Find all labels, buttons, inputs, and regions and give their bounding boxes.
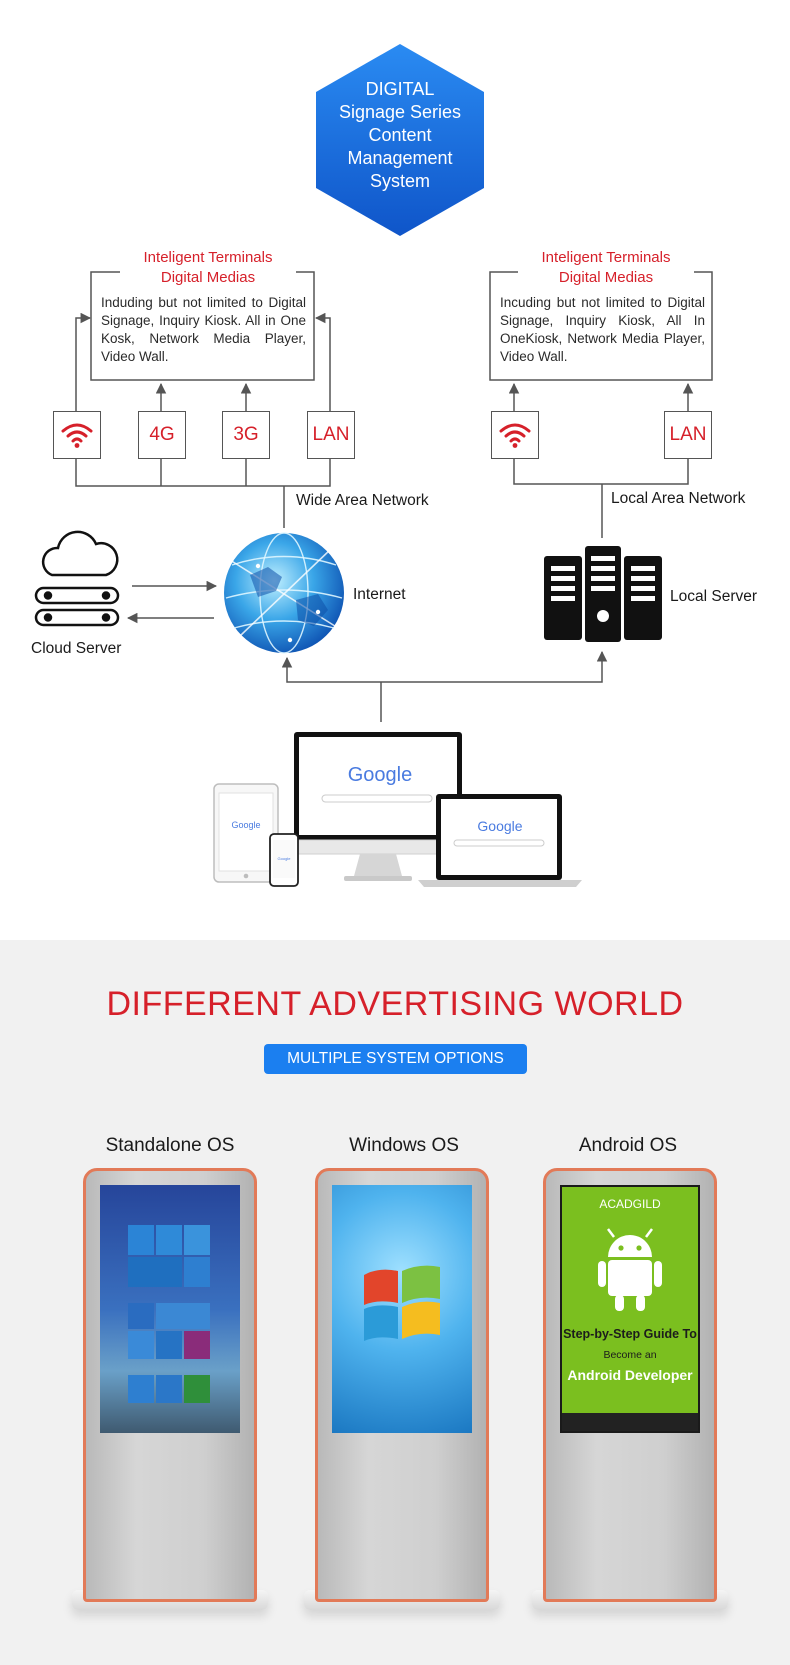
devices-illustration bbox=[213, 732, 582, 887]
tablet-icon bbox=[213, 783, 279, 883]
lan-connector-right: LAN bbox=[664, 411, 712, 459]
hexagon-title: DIGITAL Signage Series Content Managemen… bbox=[315, 78, 485, 193]
lan-connector-left: LAN bbox=[307, 411, 355, 459]
standalone-os-label: Standalone OS bbox=[105, 1135, 235, 1156]
cloud-server-label: Cloud Server bbox=[31, 640, 122, 657]
wifi-icon bbox=[499, 423, 531, 448]
advertising-section: DIFFERENT ADVERTISING WORLD MULTIPLE SYS… bbox=[0, 940, 790, 1665]
terminal-title-line: Inteligent Terminals bbox=[143, 249, 273, 266]
cloud-server-icon bbox=[34, 530, 120, 627]
internet-label: Internet bbox=[353, 586, 406, 603]
android-guide-screen: ACADGILD Step-by-Step Guide To Become an… bbox=[560, 1185, 700, 1433]
windows-os-label: Windows OS bbox=[349, 1135, 459, 1156]
terminal-title-line: Digital Medias bbox=[558, 269, 654, 286]
left-terminal-title: Inteligent Terminals Digital Medias bbox=[120, 248, 296, 288]
android-robot-icon bbox=[598, 1228, 662, 1311]
acadgild-logo: ACADGILD bbox=[599, 1197, 661, 1211]
google-logo-laptop: Google bbox=[477, 818, 523, 834]
android-os-label: Android OS bbox=[578, 1135, 678, 1156]
guide-line-3: Android Developer bbox=[567, 1367, 693, 1383]
section-title: DIFFERENT ADVERTISING WORLD bbox=[106, 985, 684, 1023]
lan-label: Local Area Network bbox=[611, 490, 746, 507]
google-logo-desktop: Google bbox=[347, 764, 413, 786]
android-kiosk: ACADGILD Step-by-Step Guide To Become an… bbox=[543, 1168, 717, 1602]
wan-label: Wide Area Network bbox=[296, 492, 429, 509]
windows-10-start-screen bbox=[100, 1185, 240, 1433]
hexagon-line: Content bbox=[368, 125, 432, 145]
terminal-title-line: Digital Medias bbox=[160, 269, 256, 286]
windows-logo-icon bbox=[364, 1265, 440, 1341]
internet-globe-icon bbox=[224, 532, 344, 654]
guide-line-1: Step-by-Step Guide To bbox=[563, 1327, 697, 1341]
cms-network-diagram: DIGITAL Signage Series Content Managemen… bbox=[31, 44, 758, 887]
desktop-monitor-icon bbox=[293, 732, 463, 881]
hexagon-line: DIGITAL bbox=[365, 79, 435, 99]
3g-connector: 3G bbox=[222, 411, 270, 459]
wifi-icon bbox=[61, 423, 93, 448]
wifi-connector-left bbox=[53, 411, 101, 459]
standalone-kiosk bbox=[83, 1168, 257, 1602]
right-terminal-description: Incuding but not limited to Digital Sign… bbox=[500, 295, 705, 364]
cms-hexagon bbox=[316, 44, 484, 236]
hexagon-line: Management bbox=[347, 148, 453, 168]
google-logo-phone: Google bbox=[277, 856, 291, 861]
local-server-icon bbox=[544, 546, 662, 642]
hexagon-line: Signage Series bbox=[338, 102, 462, 122]
hexagon-line: System bbox=[369, 171, 430, 191]
system-options-badge: MULTIPLE SYSTEM OPTIONS bbox=[264, 1044, 527, 1074]
windows-logo-screen bbox=[332, 1185, 472, 1433]
right-terminal-title: Inteligent Terminals Digital Medias bbox=[518, 248, 694, 288]
guide-line-2: Become an bbox=[603, 1349, 657, 1361]
4g-connector: 4G bbox=[138, 411, 186, 459]
diagram-lines bbox=[34, 44, 713, 887]
laptop-icon bbox=[418, 794, 582, 887]
local-server-label: Local Server bbox=[670, 588, 758, 605]
wifi-connector-right bbox=[491, 411, 539, 459]
left-terminal-description: Induding but not limited to Digital Sign… bbox=[101, 295, 306, 364]
phone-icon bbox=[269, 833, 299, 887]
windows-kiosk bbox=[315, 1168, 489, 1602]
terminal-title-line: Inteligent Terminals bbox=[541, 249, 671, 266]
google-logo-tablet: Google bbox=[231, 820, 261, 830]
